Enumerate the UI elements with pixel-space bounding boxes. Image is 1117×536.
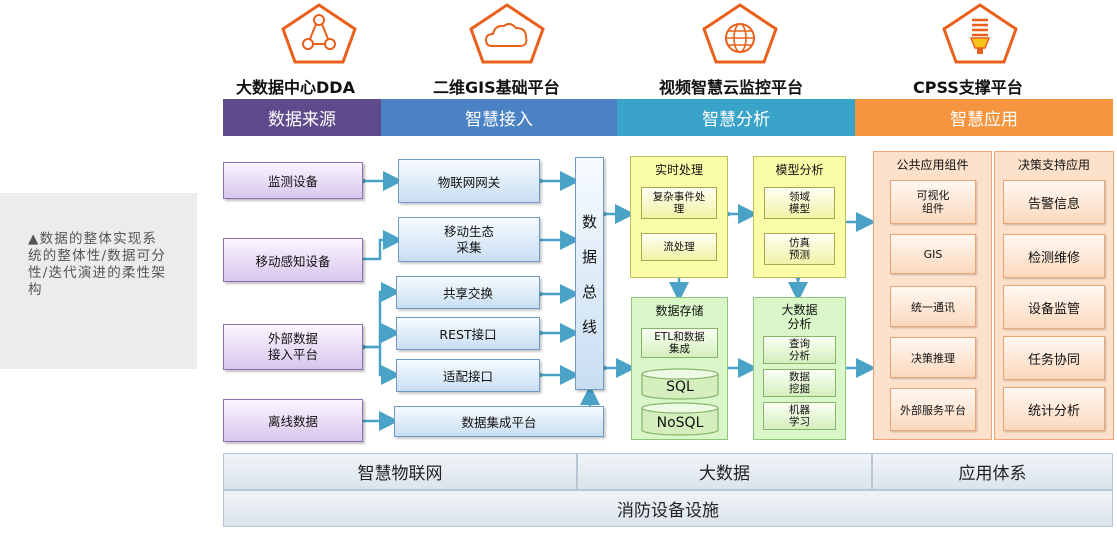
- layer-fire-equipment-facilities: 消防设备设施: [223, 490, 1113, 527]
- nosql-store: NoSQL: [656, 415, 704, 431]
- source-external-data-platform: 外部数据 接入平台: [223, 324, 363, 370]
- unified-communication: 统一通讯: [890, 286, 976, 327]
- query-analysis: 查询 分析: [763, 336, 836, 364]
- data-bus-char: 数: [581, 212, 597, 231]
- source-offline-data: 离线数据: [223, 399, 363, 442]
- simulation-prediction: 仿真 预测: [764, 233, 835, 265]
- realtime-processing-panel: 实时处理 复杂事件处 理 流处理: [630, 156, 728, 278]
- inspection-maintenance: 检测维修: [1003, 234, 1105, 278]
- sql-store: SQL: [666, 379, 694, 395]
- big-data-analysis-title: 大数据 分析: [781, 303, 818, 331]
- complex-event-processing: 复杂事件处 理: [641, 187, 717, 219]
- statistical-analysis: 统计分析: [1003, 387, 1105, 431]
- layer-smart-iot: 智慧物联网: [223, 453, 577, 490]
- platform-label-gis: 二维GIS基础平台: [433, 78, 560, 97]
- access-shared-exchange: 共享交换: [396, 276, 540, 309]
- database-cylinders-icon: [641, 368, 719, 436]
- network-icon: [281, 3, 357, 64]
- data-mining: 数据 挖掘: [763, 369, 836, 397]
- stream-processing: 流处理: [641, 233, 717, 261]
- access-data-integration-platform: 数据集成平台: [394, 406, 604, 437]
- band-smart-analysis: 智慧分析: [617, 99, 855, 136]
- task-collaboration: 任务协同: [1003, 336, 1105, 380]
- gis-component: GIS: [890, 234, 976, 274]
- layer-big-data: 大数据: [577, 453, 872, 490]
- data-storage-title: 数据存储: [655, 303, 704, 318]
- access-mobile-ecology-collection: 移动生态 采集: [398, 217, 540, 262]
- realtime-processing-title: 实时处理: [654, 162, 703, 177]
- domain-model: 领域 模型: [764, 187, 835, 219]
- etl-data-integration: ETL和数据 集成: [641, 328, 718, 358]
- equipment-supervision: 设备监管: [1003, 285, 1105, 329]
- access-rest-interface: REST接口: [396, 317, 540, 350]
- platform-label-video: 视频智慧云监控平台: [659, 78, 804, 97]
- access-adapter-interface: 适配接口: [396, 359, 540, 392]
- big-data-analysis-panel: 大数据 分析 查询 分析 数据 挖掘 机器 学习: [753, 297, 846, 440]
- platform-label-cpss: CPSS支撑平台: [913, 78, 1023, 97]
- machine-learning: 机器 学习: [763, 402, 836, 430]
- decision-support-title: 决策支持应用: [1017, 157, 1090, 172]
- model-analysis-panel: 模型分析 领域 模型 仿真 预测: [753, 156, 846, 278]
- decision-support-panel: 决策支持应用 告警信息 检测维修 设备监管 任务协同 统计分析: [994, 151, 1114, 440]
- lightbulb-icon: [942, 3, 1018, 64]
- globe-icon: [702, 3, 778, 64]
- band-data-source: 数据来源: [223, 99, 381, 136]
- model-analysis-title: 模型分析: [775, 162, 824, 177]
- public-app-components-title: 公共应用组件: [896, 157, 969, 172]
- decision-reasoning: 决策推理: [890, 337, 976, 378]
- side-note: ▲数据的整体实现系统的整体性/数据可分性/迭代演进的柔性架构: [0, 193, 197, 369]
- band-smart-access: 智慧接入: [381, 99, 617, 136]
- access-iot-gateway: 物联网网关: [398, 159, 540, 203]
- source-monitoring-device: 监测设备: [223, 162, 363, 199]
- data-storage-panel: 数据存储 ETL和数据 集成 SQL NoSQL: [631, 297, 728, 440]
- cloud-icon: [469, 3, 545, 64]
- data-bus-char: 线: [581, 317, 597, 336]
- data-bus-char: 总: [581, 282, 597, 301]
- band-smart-application: 智慧应用: [855, 99, 1113, 136]
- visualization-component: 可视化 组件: [890, 180, 976, 224]
- source-mobile-sensing-device: 移动感知设备: [223, 238, 363, 282]
- public-app-components-panel: 公共应用组件 可视化 组件 GIS 统一通讯 决策推理 外部服务平台: [873, 151, 992, 440]
- alarm-information: 告警信息: [1003, 180, 1105, 224]
- layer-application-system: 应用体系: [872, 453, 1113, 490]
- external-service-platform: 外部服务平台: [890, 388, 976, 431]
- platform-label-dda: 大数据中心DDA: [236, 78, 355, 97]
- data-bus: 数 据 总 线: [575, 157, 604, 390]
- data-bus-char: 据: [581, 247, 597, 266]
